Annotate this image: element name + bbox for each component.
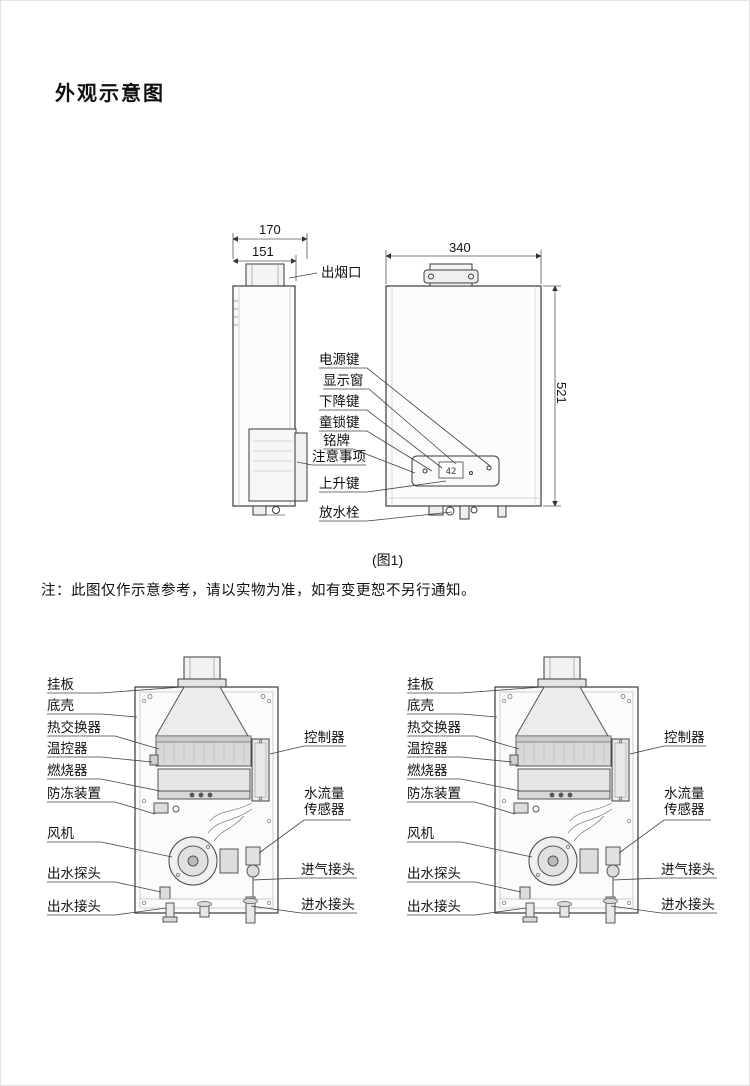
figure1-side-view <box>232 263 308 516</box>
label-gas-inlet-connector: 进气接头 <box>661 862 715 877</box>
control-panel <box>411 455 500 487</box>
label-burner: 燃烧器 <box>47 763 88 778</box>
label-heat-exchanger: 热交换器 <box>407 720 461 735</box>
label-smoke-outlet: 出烟口 <box>321 265 362 280</box>
label-gas-inlet-connector: 进气接头 <box>301 862 355 877</box>
label-antifreeze-device: 防冻装置 <box>407 786 461 801</box>
dim-depth-inner: 151 <box>252 244 274 259</box>
label-water-inlet-connector: 进水接头 <box>661 897 715 912</box>
label-display-window: 显示窗 <box>323 373 364 388</box>
label-drain-plug: 放水栓 <box>319 505 360 520</box>
label-heat-exchanger: 热交换器 <box>47 720 101 735</box>
label-hanging-plate: 挂板 <box>407 677 434 692</box>
label-outlet-probe: 出水探头 <box>47 866 101 881</box>
caution-sticker-area <box>248 428 297 502</box>
label-bottom-shell: 底壳 <box>407 698 434 713</box>
dim-width: 340 <box>449 240 471 255</box>
label-fan: 风机 <box>407 826 434 841</box>
label-outlet-probe: 出水探头 <box>407 866 461 881</box>
label-down-key: 下降键 <box>319 394 360 409</box>
figure1-dimensions-front <box>385 250 561 507</box>
label-hanging-plate: 挂板 <box>47 677 74 692</box>
label-outlet-connector: 出水接头 <box>47 899 101 914</box>
page-title: 外观示意图 <box>55 83 165 105</box>
figure1-leader-lines <box>288 272 491 522</box>
label-controller: 控制器 <box>304 730 345 745</box>
note-text: 注：此图仅作示意参考，请以实物为准，如有变更恕不另行通知。 <box>41 583 476 599</box>
label-nameplate: 铭牌 <box>323 433 350 448</box>
label-child-lock-key: 童锁键 <box>319 415 360 430</box>
label-bottom-shell: 底壳 <box>47 698 74 713</box>
label-water-flow-sensor: 水流量 传感器 <box>664 786 705 818</box>
label-thermostat: 温控器 <box>47 741 88 756</box>
label-cautions: 注意事项 <box>312 449 366 464</box>
label-up-key: 上升键 <box>319 476 360 491</box>
label-water-inlet-connector: 进水接头 <box>301 897 355 912</box>
panel-display-value: 42 <box>446 467 457 477</box>
label-fan: 风机 <box>47 826 74 841</box>
label-thermostat: 温控器 <box>407 741 448 756</box>
label-controller: 控制器 <box>664 730 705 745</box>
dim-height: 521 <box>554 382 569 404</box>
dim-depth-outer: 170 <box>259 222 281 237</box>
label-burner: 燃烧器 <box>407 763 448 778</box>
figure1-front-view <box>385 263 542 520</box>
figure1-dimensions-side <box>232 233 308 281</box>
label-water-flow-sensor: 水流量 传感器 <box>304 786 345 818</box>
label-power-key: 电源键 <box>319 352 360 367</box>
label-outlet-connector: 出水接头 <box>407 899 461 914</box>
figure1-caption: (图1) <box>372 552 404 568</box>
label-antifreeze-device: 防冻装置 <box>47 786 101 801</box>
